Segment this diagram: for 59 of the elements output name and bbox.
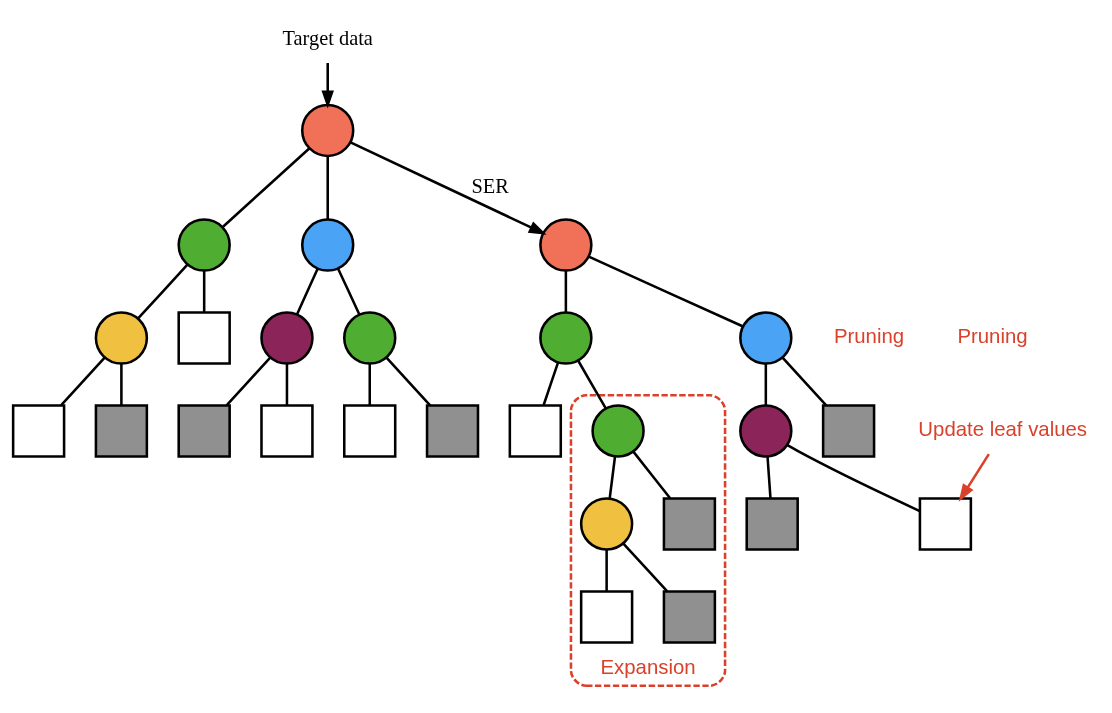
node-text: Target data xyxy=(282,26,373,49)
node-circle xyxy=(177,218,231,272)
node-circle xyxy=(300,103,355,158)
connector xyxy=(608,456,617,499)
node-circle xyxy=(591,404,645,458)
connector xyxy=(285,363,289,406)
node-box xyxy=(425,404,480,458)
node-box xyxy=(821,404,876,458)
connector xyxy=(632,451,672,500)
node-box xyxy=(745,497,799,551)
edge-label: SER xyxy=(471,174,509,197)
arrow xyxy=(350,141,547,235)
connector xyxy=(622,542,668,593)
node-box xyxy=(177,311,231,365)
connector xyxy=(564,270,568,313)
node-box xyxy=(508,404,563,458)
node-circle xyxy=(739,311,793,365)
node-circle xyxy=(539,311,593,365)
connector xyxy=(385,356,432,407)
connector xyxy=(542,362,560,406)
node-circle xyxy=(739,404,793,458)
connector xyxy=(137,263,189,320)
node-box xyxy=(343,404,397,458)
connector xyxy=(766,456,772,499)
connector xyxy=(296,268,319,315)
connector xyxy=(120,363,123,406)
arrow xyxy=(321,63,334,109)
connector xyxy=(336,268,361,316)
connector xyxy=(588,255,744,328)
connector xyxy=(786,444,921,513)
arrow xyxy=(958,453,990,502)
node-circle xyxy=(300,218,355,272)
node-circle xyxy=(260,311,314,365)
label: Pruning xyxy=(833,324,905,347)
label: Pruning xyxy=(957,324,1028,347)
connector xyxy=(60,356,106,407)
cluster: Expansion xyxy=(569,394,727,687)
node-box xyxy=(11,404,66,458)
node-box xyxy=(579,590,634,644)
node-circle xyxy=(94,311,149,365)
connector xyxy=(368,363,371,406)
connector xyxy=(202,270,206,313)
connector xyxy=(577,360,607,410)
connector xyxy=(764,363,768,406)
node-box xyxy=(662,590,717,644)
node-circle xyxy=(539,218,593,272)
node-box xyxy=(94,404,149,458)
node-box xyxy=(662,497,717,551)
connector xyxy=(221,147,311,229)
node-box xyxy=(918,497,973,551)
connector xyxy=(225,356,272,407)
node-box xyxy=(260,404,314,458)
node-circle xyxy=(343,311,397,365)
connector xyxy=(605,549,608,592)
node-box xyxy=(177,404,231,458)
connector xyxy=(326,156,329,220)
node-text: Update leaf values xyxy=(918,417,1088,440)
connector xyxy=(781,356,828,407)
node-circle xyxy=(579,497,634,551)
